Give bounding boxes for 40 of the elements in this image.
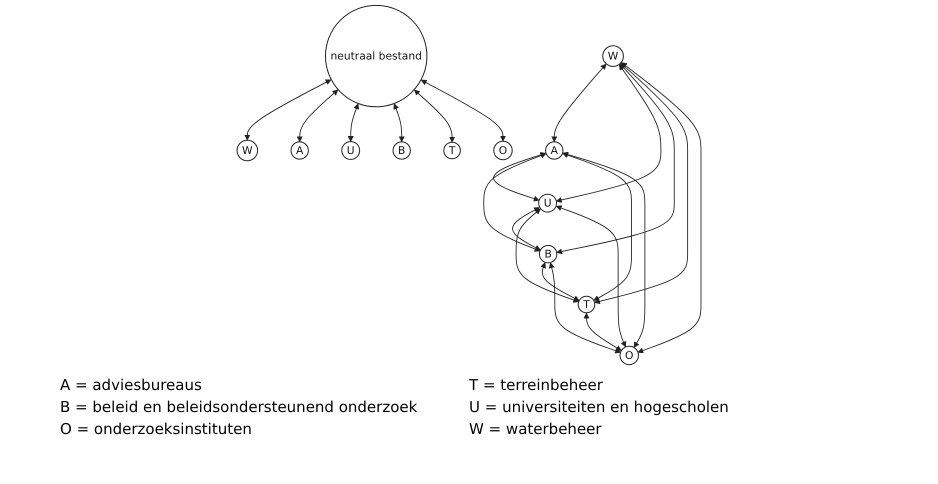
node-circle: B: [392, 141, 411, 160]
arrow: [516, 208, 579, 303]
arrow: [562, 152, 646, 348]
node-circle: W: [236, 140, 258, 162]
node-circle: O: [493, 140, 513, 160]
arrow: [420, 80, 506, 142]
node-circle: U: [538, 194, 558, 213]
arrow: [296, 90, 338, 142]
arrow: [414, 90, 456, 142]
node-circle: T: [578, 296, 596, 314]
legend-note: A = adviesbureaus: [60, 375, 203, 396]
node-circle: A: [545, 141, 564, 160]
legend-note: B = beleid en beleidsondersteunend onderzoek: [60, 397, 418, 418]
arrow: [594, 62, 688, 304]
node-circle: U: [341, 141, 360, 160]
arrow: [483, 152, 546, 252]
arrow: [556, 205, 626, 348]
legend-note: W = waterbeheer: [469, 419, 603, 440]
arrow: [540, 262, 580, 301]
arrow: [548, 262, 621, 354]
legend-note: T = terreinbeheer: [469, 375, 604, 396]
arrow: [348, 104, 360, 142]
arrow: [562, 152, 632, 301]
arrow: [493, 152, 546, 202]
arrow: [551, 64, 606, 142]
arrow: [512, 207, 541, 250]
arrow: [556, 64, 675, 254]
arrow: [244, 79, 332, 140]
node-circle: neutraal bestand: [324, 4, 428, 108]
node-circle: A: [290, 141, 309, 160]
legend-note: U = universiteiten en hogescholen: [469, 397, 730, 418]
arrow: [393, 104, 405, 142]
arrow: [556, 64, 662, 203]
arrow: [584, 312, 622, 351]
node-circle: O: [620, 346, 639, 366]
arrow: [621, 62, 702, 354]
node-circle: B: [538, 244, 558, 264]
legend-note: O = onderzoeksinstituten: [60, 419, 253, 440]
node-circle: W: [602, 45, 624, 67]
node-circle: T: [443, 142, 461, 160]
